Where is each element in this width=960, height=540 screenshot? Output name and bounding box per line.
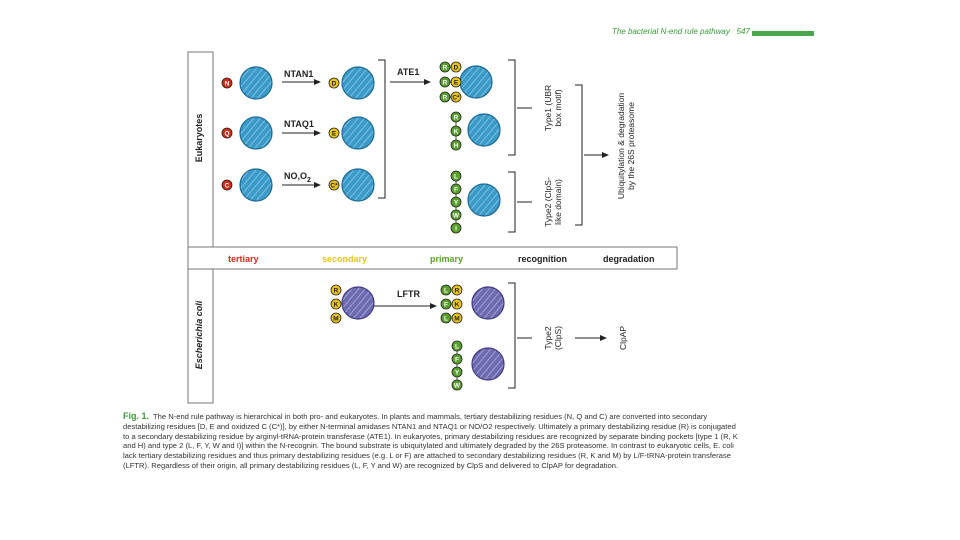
label-proteasome-degradation: Ubiquitylation & degradationby the 26S p… — [616, 93, 636, 200]
caption-label: Fig. 1. — [123, 411, 150, 421]
residue-secondary-E — [328, 127, 340, 139]
residue-ecoli-secondary-M — [451, 312, 463, 324]
residue-secondary-D-letter: D — [454, 65, 459, 72]
residue-primary-type1-H-letter: H — [454, 143, 459, 150]
caption-text: The N-end rule pathway is hierarchical i… — [123, 412, 738, 470]
label-type2-ecoli: Type2(ClpS) — [543, 326, 563, 350]
residue-ecoli-primary-col-F-letter: F — [455, 357, 459, 364]
residue-secondary-Cox-letter: C* — [452, 95, 460, 102]
bracket-secondary — [378, 59, 386, 199]
protein-eukaryote — [239, 116, 273, 150]
ecoli-label: Escherichia coli — [194, 300, 204, 369]
stage-secondary: secondary — [322, 254, 367, 264]
residue-ecoli-secondary-M — [330, 312, 342, 324]
protein-eukaryote — [239, 66, 273, 100]
residue-ecoli-primary-col-L-letter: L — [455, 344, 459, 351]
residue-primary-type1-K-letter: K — [454, 129, 459, 136]
enzyme-lftr: LFTR — [397, 289, 420, 299]
residue-ecoli-primary-col-W-letter: W — [454, 383, 461, 390]
running-title: The bacterial N-end rule pathway 547 — [612, 27, 750, 36]
label-type1: Type1 (UBRbox motif) — [543, 85, 563, 131]
residue-ecoli-primary-L-letter: L — [444, 316, 448, 323]
residue-secondary-Cox-letter: C* — [330, 183, 338, 190]
bracket-type1 — [508, 59, 516, 156]
residue-tertiary-C-letter: C — [225, 183, 230, 190]
protein-ecoli — [341, 286, 375, 320]
enzyme-ntan1: NTAN1 — [284, 69, 313, 79]
residue-ecoli-secondary-R — [330, 284, 342, 296]
figure-caption: Fig. 1.The N-end rule pathway is hierarc… — [123, 411, 743, 471]
residue-primary-R-letter: R — [443, 65, 448, 72]
protein-eukaryote — [459, 65, 493, 99]
protein-eukaryote — [341, 116, 375, 150]
protein-eukaryote — [341, 66, 375, 100]
residue-tertiary-Q — [221, 127, 233, 139]
residue-primary-type1-R-letter: R — [454, 115, 459, 122]
residue-ecoli-secondary-K-letter: K — [334, 302, 339, 309]
residue-tertiary-Q-letter: Q — [224, 131, 229, 138]
protein-eukaryote — [467, 183, 501, 217]
residue-primary-type2-L-letter: L — [454, 174, 458, 181]
protein-eukaryote — [239, 168, 273, 202]
residue-ecoli-secondary-K — [330, 298, 342, 310]
header-accent-bar — [752, 31, 814, 36]
residue-ecoli-primary-L — [440, 312, 452, 324]
residue-primary-type2-Y-letter: Y — [454, 200, 459, 207]
residue-ecoli-secondary-K-letter: K — [455, 302, 460, 309]
residue-ecoli-secondary-M-letter: M — [333, 316, 338, 323]
enzyme-ate1: ATE1 — [397, 67, 419, 77]
residue-primary-R-letter: R — [443, 80, 448, 87]
residue-ecoli-secondary-M-letter: M — [454, 316, 459, 323]
residue-ecoli-secondary-K — [451, 298, 463, 310]
residue-ecoli-secondary-R-letter: R — [334, 288, 339, 295]
residue-ecoli-primary-F — [440, 298, 452, 310]
residue-primary-R-letter: R — [443, 95, 448, 102]
eukaryotes-label: Eukaryotes — [194, 114, 204, 163]
stage-band — [187, 246, 678, 270]
bracket-recognition — [575, 84, 583, 226]
stage-recognition: recognition — [518, 254, 567, 264]
residue-secondary-D — [328, 77, 340, 89]
stage-primary: primary — [430, 254, 463, 264]
residue-primary-type2-I-letter: I — [455, 226, 457, 233]
residue-tertiary-C — [221, 179, 233, 191]
bracket-type2 — [508, 171, 516, 233]
residue-ecoli-secondary-R-letter: R — [455, 288, 460, 295]
label-type2-eukaryote: Type2 (ClpS-like domain) — [543, 177, 563, 227]
residue-secondary-E-letter: E — [332, 131, 337, 138]
residue-ecoli-primary-L-letter: L — [444, 288, 448, 295]
protein-ecoli — [471, 286, 505, 320]
protein-ecoli — [471, 347, 505, 381]
stage-tertiary: tertiary — [228, 254, 259, 264]
protein-eukaryote — [341, 168, 375, 202]
residue-ecoli-primary-col-Y-letter: Y — [455, 370, 460, 377]
residue-primary-type2-W-letter: W — [453, 213, 460, 220]
residue-tertiary-N-letter: N — [225, 81, 230, 88]
residue-secondary-Cox — [328, 179, 340, 191]
residue-ecoli-primary-L — [440, 284, 452, 296]
enzyme-ntaq1: NTAQ1 — [284, 119, 314, 129]
residue-ecoli-primary-F-letter: F — [444, 302, 448, 309]
stage-degradation: degradation — [603, 254, 655, 264]
label-clpap: ClpAP — [618, 326, 628, 350]
residue-secondary-E-letter: E — [454, 80, 459, 87]
residue-secondary-D-letter: D — [332, 81, 337, 88]
protein-eukaryote — [467, 113, 501, 147]
residue-tertiary-N — [221, 77, 233, 89]
bracket-ecoli-primary — [508, 282, 516, 389]
residue-ecoli-secondary-R — [451, 284, 463, 296]
enzyme-no-o2: NO,O2 — [284, 171, 311, 184]
residue-primary-type2-F-letter: F — [454, 187, 458, 194]
ecoli-side-box — [187, 268, 214, 404]
